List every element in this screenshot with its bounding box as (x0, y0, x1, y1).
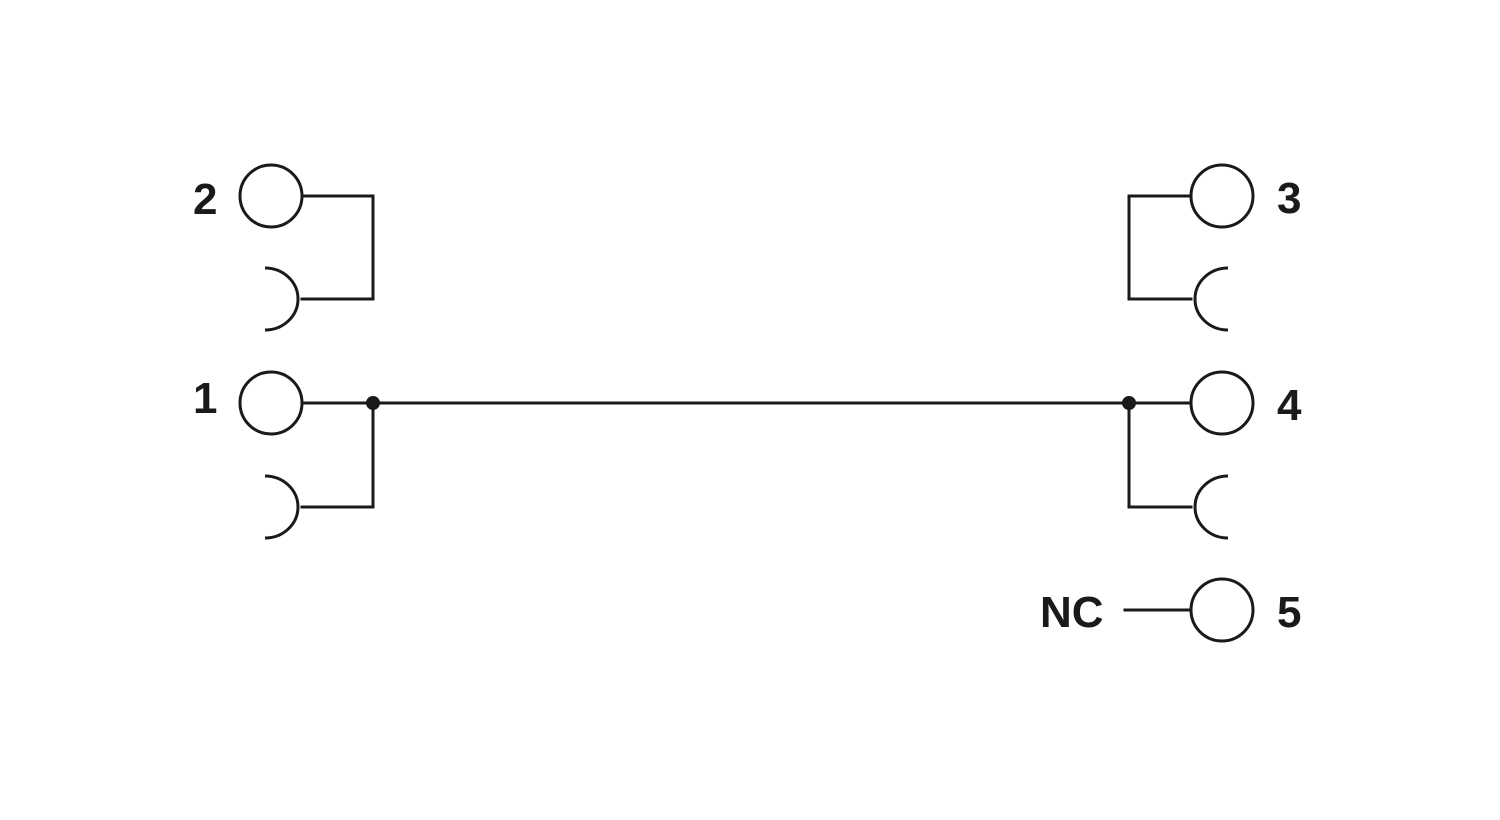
pin-1-socket-arc (264, 474, 300, 540)
pin-4-loop-wire (1127, 401, 1193, 509)
pin-label-4: 4 (1277, 381, 1302, 430)
pin-1-circle (238, 370, 304, 436)
pin-3-loop-wire (1127, 194, 1193, 301)
pin-1-loop-wire (300, 401, 375, 509)
pin-5-circle (1189, 577, 1255, 643)
pin-label-1: 1 (193, 374, 217, 423)
pin-2-socket-arc (264, 266, 300, 332)
pin-2-loop-wire (300, 194, 375, 301)
nc-label: NC (1040, 588, 1104, 637)
pin-3-socket-arc (1193, 266, 1229, 332)
pin-4-circle (1189, 370, 1255, 436)
pin-2-circle (238, 163, 304, 229)
pin-4-socket-arc (1193, 474, 1229, 540)
left-junction-dot (366, 396, 380, 410)
pin-label-3: 3 (1277, 174, 1301, 223)
pin-label-2: 2 (193, 175, 217, 224)
pin-3-circle (1189, 163, 1255, 229)
pin-label-5: 5 (1277, 588, 1301, 637)
